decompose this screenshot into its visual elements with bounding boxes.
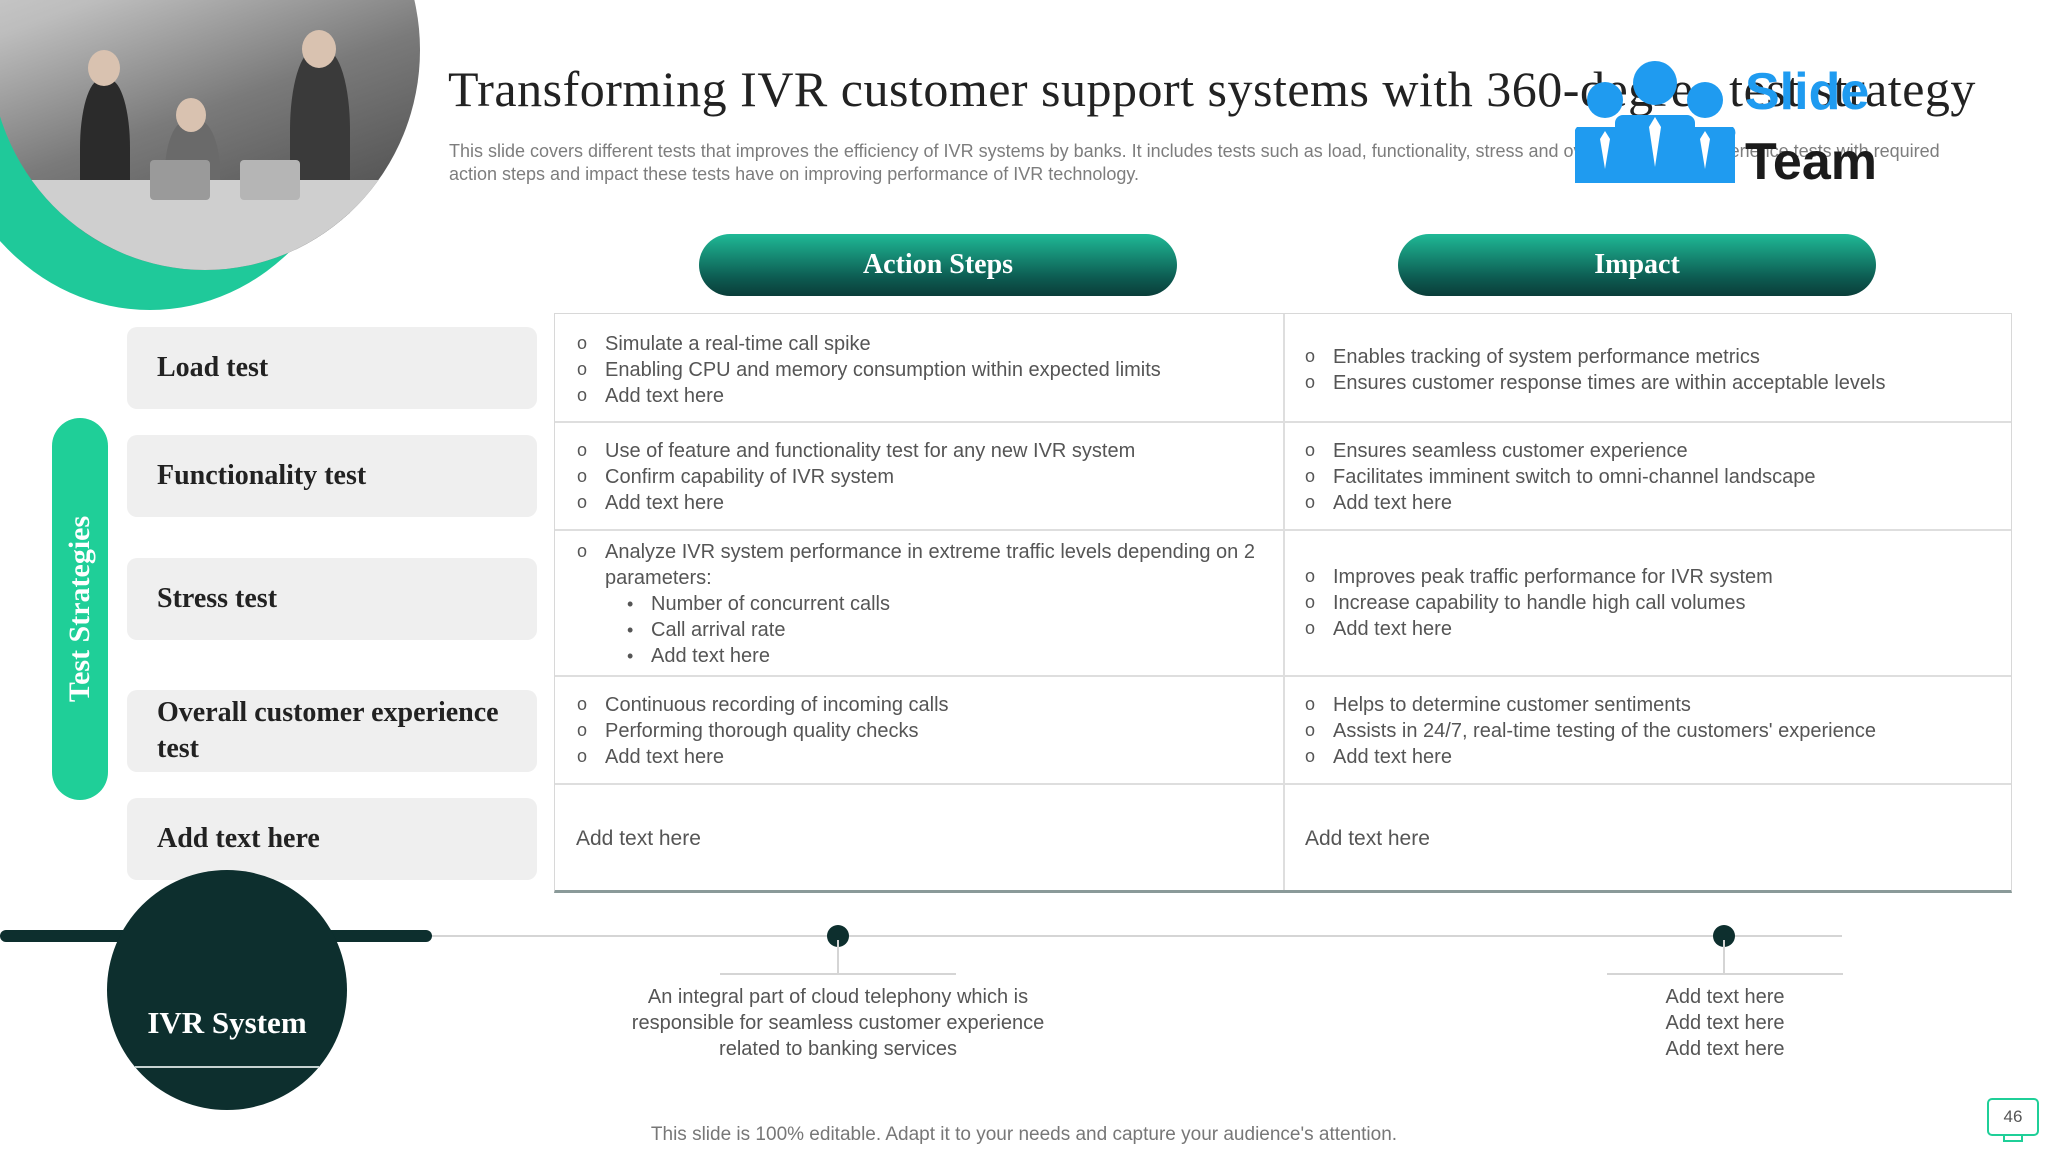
row-label-overall-cx: Overall customer experience test (127, 690, 537, 772)
sub-list-item: Add text here (575, 643, 1275, 669)
strategy-table: Simulate a real-time call spike Enabling… (554, 313, 2012, 893)
timeline-dot (827, 925, 849, 947)
list-item: Add text here (575, 489, 1135, 516)
sub-list-item: Call arrival rate (575, 617, 1275, 643)
row-label-add-text: Add text here (127, 798, 537, 880)
timeline-line (432, 935, 1842, 937)
header-impact: Impact (1398, 234, 1876, 296)
laptop-icon (150, 160, 210, 200)
list-item: Continuous recording of incoming calls (575, 691, 949, 718)
cell-overall-cx-impacts: Helps to determine customer sentiments A… (1303, 691, 1876, 770)
person-head (302, 30, 336, 68)
ivr-system-circle: IVR System (107, 870, 347, 1110)
row-divider (555, 421, 2011, 423)
ivr-system-label: IVR System (147, 1005, 307, 1040)
list-item: Confirm capability of IVR system (575, 463, 1135, 490)
row-divider (555, 783, 2011, 785)
list-item: Assists in 24/7, real-time testing of th… (1303, 717, 1876, 744)
list-item: Enables tracking of system performance m… (1303, 343, 1885, 370)
cell-stress-impacts: Improves peak traffic performance for IV… (1303, 563, 1773, 642)
list-item: Helps to determine customer sentiments (1303, 691, 1876, 718)
list-item: Performing thorough quality checks (575, 717, 949, 744)
list-item: Add text here (1303, 489, 1815, 516)
team-photo (0, 0, 420, 270)
timeline-tick (1723, 940, 1725, 974)
ivr-underline (135, 1066, 319, 1068)
column-divider (1283, 314, 1285, 890)
slide-subtitle: This slide covers different tests that i… (449, 141, 1940, 184)
slideteam-logo (1574, 55, 1885, 195)
list-item: Increase capability to handle high call … (1303, 589, 1773, 616)
page-number-badge: 46 (1987, 1098, 2039, 1142)
row-label-load: Load test (127, 327, 537, 409)
list-item: Use of feature and functionality test fo… (575, 437, 1135, 464)
logo-text-team: Team (1745, 133, 1877, 191)
timeline-right-line: Add text here (1665, 986, 1785, 1008)
slide-footer: This slide is 100% editable. Adapt it to… (650, 1124, 1398, 1145)
cell-load-actions: Simulate a real-time call spike Enabling… (575, 330, 1161, 409)
list-item: Ensures customer response times are with… (1303, 369, 1885, 396)
row-label-stress: Stress test (127, 558, 537, 640)
cell-functionality-actions: Use of feature and functionality test fo… (575, 437, 1135, 516)
timeline-tick (837, 940, 839, 974)
row-label-functionality: Functionality test (127, 435, 537, 517)
test-strategies-bar: Test Strategies (52, 418, 108, 800)
timeline-right-line: Add text here (1665, 1012, 1785, 1034)
logo-text-slide: Slide (1745, 63, 1870, 121)
list-item: Add text here (1303, 615, 1773, 642)
header-action-steps: Action Steps (699, 234, 1177, 296)
list-item: Enabling CPU and memory consumption with… (575, 356, 1161, 383)
timeline-right-line: Add text here (1665, 1038, 1785, 1060)
person-head (176, 98, 206, 132)
list-item: Ensures seamless customer experience (1303, 437, 1815, 464)
row-divider (555, 675, 2011, 677)
laptop-icon (240, 160, 300, 200)
list-item: Add text here (575, 743, 949, 770)
timeline-dot (1713, 925, 1735, 947)
person-head (88, 50, 120, 86)
list-item: Simulate a real-time call spike (575, 330, 1161, 357)
cell-load-impacts: Enables tracking of system performance m… (1303, 343, 1885, 396)
row-divider (555, 529, 2011, 531)
cell-functionality-impacts: Ensures seamless customer experience Fac… (1303, 437, 1815, 516)
timeline-underline (1607, 973, 1843, 975)
test-strategies-label: Test Strategies (63, 515, 96, 703)
team-people-icon (1574, 61, 1736, 183)
list-item: Analyze IVR system performance in extrem… (575, 538, 1275, 591)
list-item: Add text here (575, 382, 1161, 409)
timeline-text-left: An integral part of cloud telephony whic… (631, 986, 1045, 1060)
list-item: Improves peak traffic performance for IV… (1303, 563, 1773, 590)
sub-list-item: Number of concurrent calls (575, 591, 1275, 617)
cell-overall-cx-actions: Continuous recording of incoming calls P… (575, 691, 949, 770)
cell-stress-actions: Analyze IVR system performance in extrem… (575, 538, 1275, 669)
timeline-underline (720, 973, 956, 975)
timeline-text-right: Add text here Add text here Add text her… (1610, 984, 1840, 1062)
list-item: Facilitates imminent switch to omni-chan… (1303, 463, 1815, 490)
list-item: Add text here (1303, 743, 1876, 770)
cell-add-text-action: Add text here (576, 827, 701, 850)
cell-add-text-impact: Add text here (1305, 827, 1430, 850)
